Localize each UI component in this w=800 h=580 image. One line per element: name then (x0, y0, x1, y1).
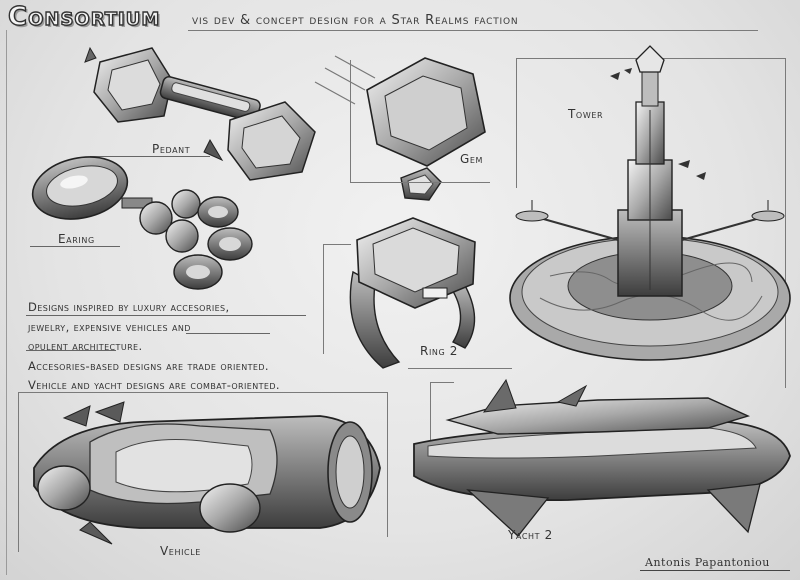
earing-label: Earing (58, 232, 95, 246)
notes-underline-3 (26, 350, 116, 351)
ring2-frame-top (323, 244, 351, 245)
ring2-frame-bottom (408, 368, 512, 369)
tower-label: Tower (568, 107, 604, 121)
ring2-illustration (349, 217, 476, 369)
artist-signature: Antonis Papantoniou (645, 556, 770, 569)
note-line: opulent architecture. (28, 339, 143, 353)
vehicle-frame-right (387, 392, 388, 537)
note-line: jewelry, expensive vehicles and (28, 319, 191, 334)
sheet-subtitle: vis dev & concept design for a Star Real… (192, 13, 519, 28)
notes-underline-2 (186, 333, 270, 334)
pedant-label: Pedant (152, 142, 191, 156)
left-frame-rule (6, 30, 7, 575)
yacht-frame-left (430, 382, 431, 442)
note-line: Accesories-based designs are trade orien… (28, 358, 269, 373)
vehicle-label: Vehicle (160, 544, 201, 558)
design-notes: Designs inspired by luxury accesories, j… (28, 298, 358, 396)
notes-underline-1 (26, 315, 306, 316)
pedant-illustration (84, 46, 316, 181)
yacht-frame-top (430, 382, 454, 383)
pedant-underline (90, 156, 210, 157)
yacht2-label: Yacht 2 (508, 528, 553, 542)
gem-label: Gem (460, 152, 484, 166)
ring2-frame-left (323, 244, 324, 354)
vehicle-frame-top (18, 392, 388, 393)
note-line: Designs inspired by luxury accesories, (28, 300, 230, 314)
vehicle-illustration (33, 401, 381, 545)
header-rule (188, 30, 758, 31)
note-line: Vehicle and yacht designs are combat-ori… (28, 378, 280, 392)
tower-frame-left (516, 58, 517, 188)
signature-underline (640, 570, 790, 571)
tower-illustration (509, 45, 791, 361)
earing-illustration (31, 156, 253, 290)
vehicle-frame-left (18, 392, 19, 552)
tower-frame-right (785, 58, 786, 388)
earing-underline (30, 246, 120, 247)
gem-illustration (314, 55, 486, 201)
ring2-label: Ring 2 (420, 344, 458, 358)
gem-frame-left (350, 60, 351, 182)
gem-frame-bottom (350, 182, 490, 183)
yacht2-illustration (413, 378, 791, 537)
sheet-title: Consortium (7, 1, 161, 32)
